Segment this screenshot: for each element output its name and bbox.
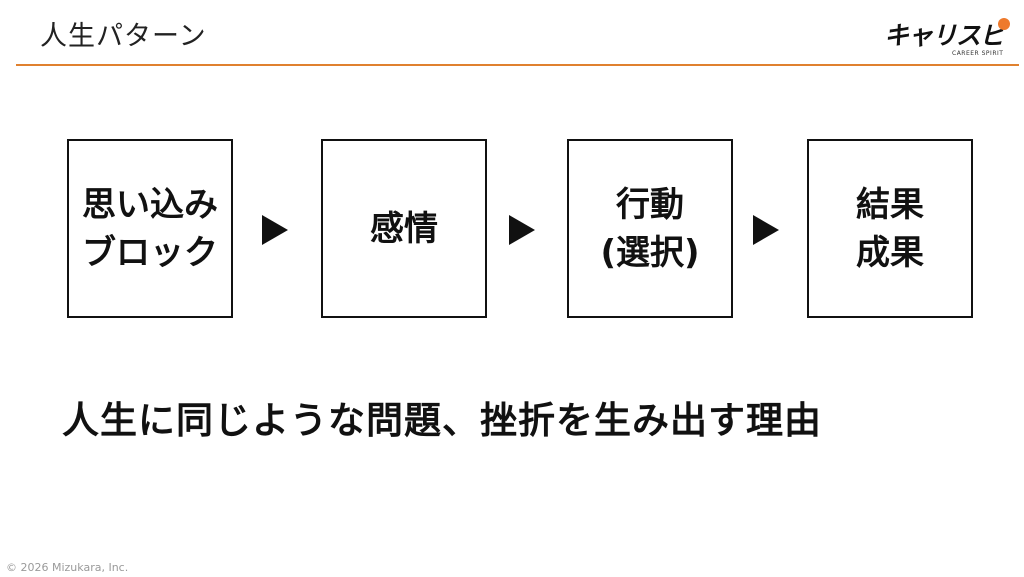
flow-box-action: 行動 (選択)	[567, 139, 733, 318]
flow-box-line: ブロック	[82, 232, 218, 273]
flow-box-emotion: 感情	[321, 139, 487, 318]
flow-box-belief-block: 思い込み ブロック	[67, 139, 233, 318]
slide-title: 人生パターン	[40, 21, 207, 52]
triangle-right-icon	[262, 215, 288, 245]
triangle-right-icon	[509, 215, 535, 245]
flow-box-line: 成果	[856, 232, 924, 273]
brand-logo: キャリスピ CAREER SPIRIT	[884, 14, 1014, 64]
flow-box-line: 感情	[370, 208, 438, 249]
copyright-footer: © 2026 Mizukara, Inc.	[6, 561, 129, 574]
flow-box-line: 行動	[616, 184, 684, 225]
logo-subtitle: CAREER SPIRIT	[952, 50, 1004, 57]
triangle-right-icon	[753, 215, 779, 245]
flow-box-line: (選択)	[600, 232, 700, 273]
logo-wordmark: キャリスピ	[884, 21, 1005, 50]
logo-dot-icon	[998, 18, 1010, 30]
caption-text: 人生に同じような問題、挫折を生み出す理由	[62, 399, 822, 442]
flow-box-line: 結果	[856, 184, 924, 225]
flow-box-line: 思い込み	[82, 184, 218, 225]
header-divider	[16, 64, 1019, 66]
flow-box-result: 結果 成果	[807, 139, 973, 318]
